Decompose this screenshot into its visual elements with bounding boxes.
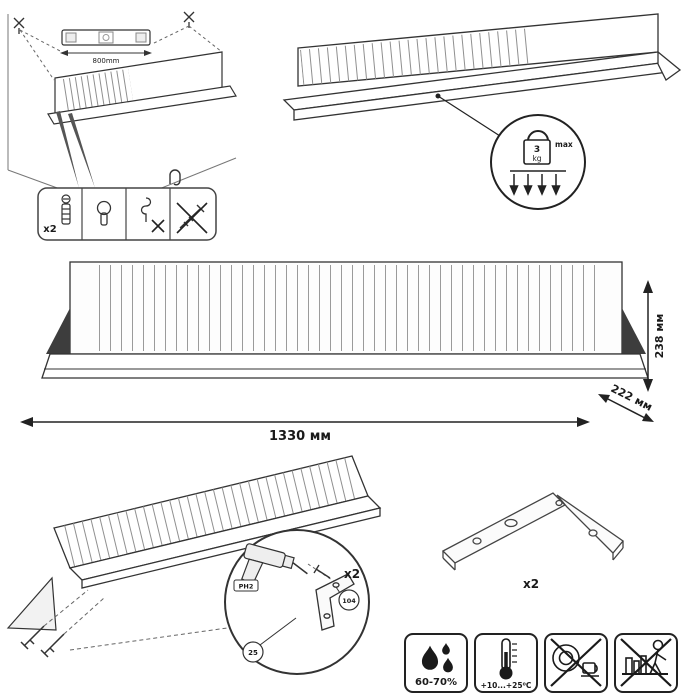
load-limit-drawing: 3 kg max [282,13,682,210]
callout-large-circle [338,589,360,611]
fastener-count-label: x2 [43,224,56,235]
bracket-drawing: x2 [441,492,624,591]
bracket-count-label: x2 [523,577,539,591]
depth-dimension: 222 мм [598,382,654,422]
shelf-front-view: 1330 мм 238 мм 222 мм [20,261,666,444]
humidity-label: 60-70% [415,677,457,688]
shelf-perspective [282,13,682,121]
right-end-bracket [622,308,646,354]
bit-label: PH2 [239,583,254,591]
hook-icon [169,169,181,186]
assembly-panel: PH2 104 25 [0,440,420,700]
load-limit-panel: 3 kg max [270,0,689,240]
assembly-drawing: PH2 104 25 [6,455,382,675]
left-end-bracket [46,308,70,354]
wall-mounting-panel: 800mm [0,0,240,250]
thermometer-icon [499,638,517,680]
bracket-panel: x2 [425,455,665,615]
wrong-hook-icon [140,197,152,222]
max-label: max [555,140,573,149]
width-dimension: 1330 мм [20,417,590,444]
cross-mark [176,202,208,234]
load-arrows [509,170,566,196]
wall-mounting-drawing: 800mm [7,11,237,241]
conditions-panel: 60-70% +10...+25⁰C [400,630,689,698]
detail-bracket-icon [315,573,355,631]
shelf-tilted [6,455,382,631]
level-dimension-label: 800mm [93,57,120,65]
callout-small-label: 25 [248,649,258,657]
callout-large-label: 104 [342,597,356,605]
temperature-label: +10...+25⁰C [481,681,532,690]
spirit-level-icon [61,29,151,46]
fastener-options: x2 [37,187,217,241]
pointer-lines [56,111,95,188]
mount-mark-left-icon [13,17,25,34]
no-dishes-box [544,633,608,693]
prohibited-cross [550,638,602,687]
wall-panel [47,51,237,125]
shelf-board [41,353,649,379]
screw-guide-lines [43,589,228,651]
bit-label-box [233,579,259,592]
callout-leader [259,617,297,646]
weight-value: 3 [534,145,540,155]
mount-mark-right-icon [183,11,195,28]
weight-unit: kg [532,154,541,163]
detail-screw-icon [313,564,331,579]
humidity-icon [421,643,453,673]
level-dimension: 800mm [60,50,152,65]
load-limit-callout: 3 kg max [490,114,586,210]
detail-callout: PH2 104 25 [224,529,370,675]
humidity-box: 60-70% [404,633,468,693]
leader-line [437,95,501,137]
width-label: 1330 мм [269,429,331,444]
bracket-icon [441,492,624,571]
prohibited-cross [620,638,672,687]
projection-lines [19,25,223,81]
height-label: 238 мм [653,314,666,359]
callout-leader [335,586,341,594]
shelf-back-panel [69,261,623,355]
mounting-screws [20,625,65,658]
temperature-box: +10...+25⁰C [474,633,538,693]
cross-mark [151,219,165,233]
keyhole-hanger-icon [96,200,112,226]
height-dimension: 238 мм [643,280,666,392]
wall-plug-icon [61,194,71,225]
callout-small-circle [242,641,264,663]
screw-count-label: x2 [344,567,360,581]
weight-icon: 3 kg [523,130,551,165]
conditions-icons: 60-70% +10...+25⁰C [404,633,678,693]
no-climbing-box [614,633,678,693]
dimensions-panel: 1330 мм 238 мм 222 мм [0,252,689,447]
